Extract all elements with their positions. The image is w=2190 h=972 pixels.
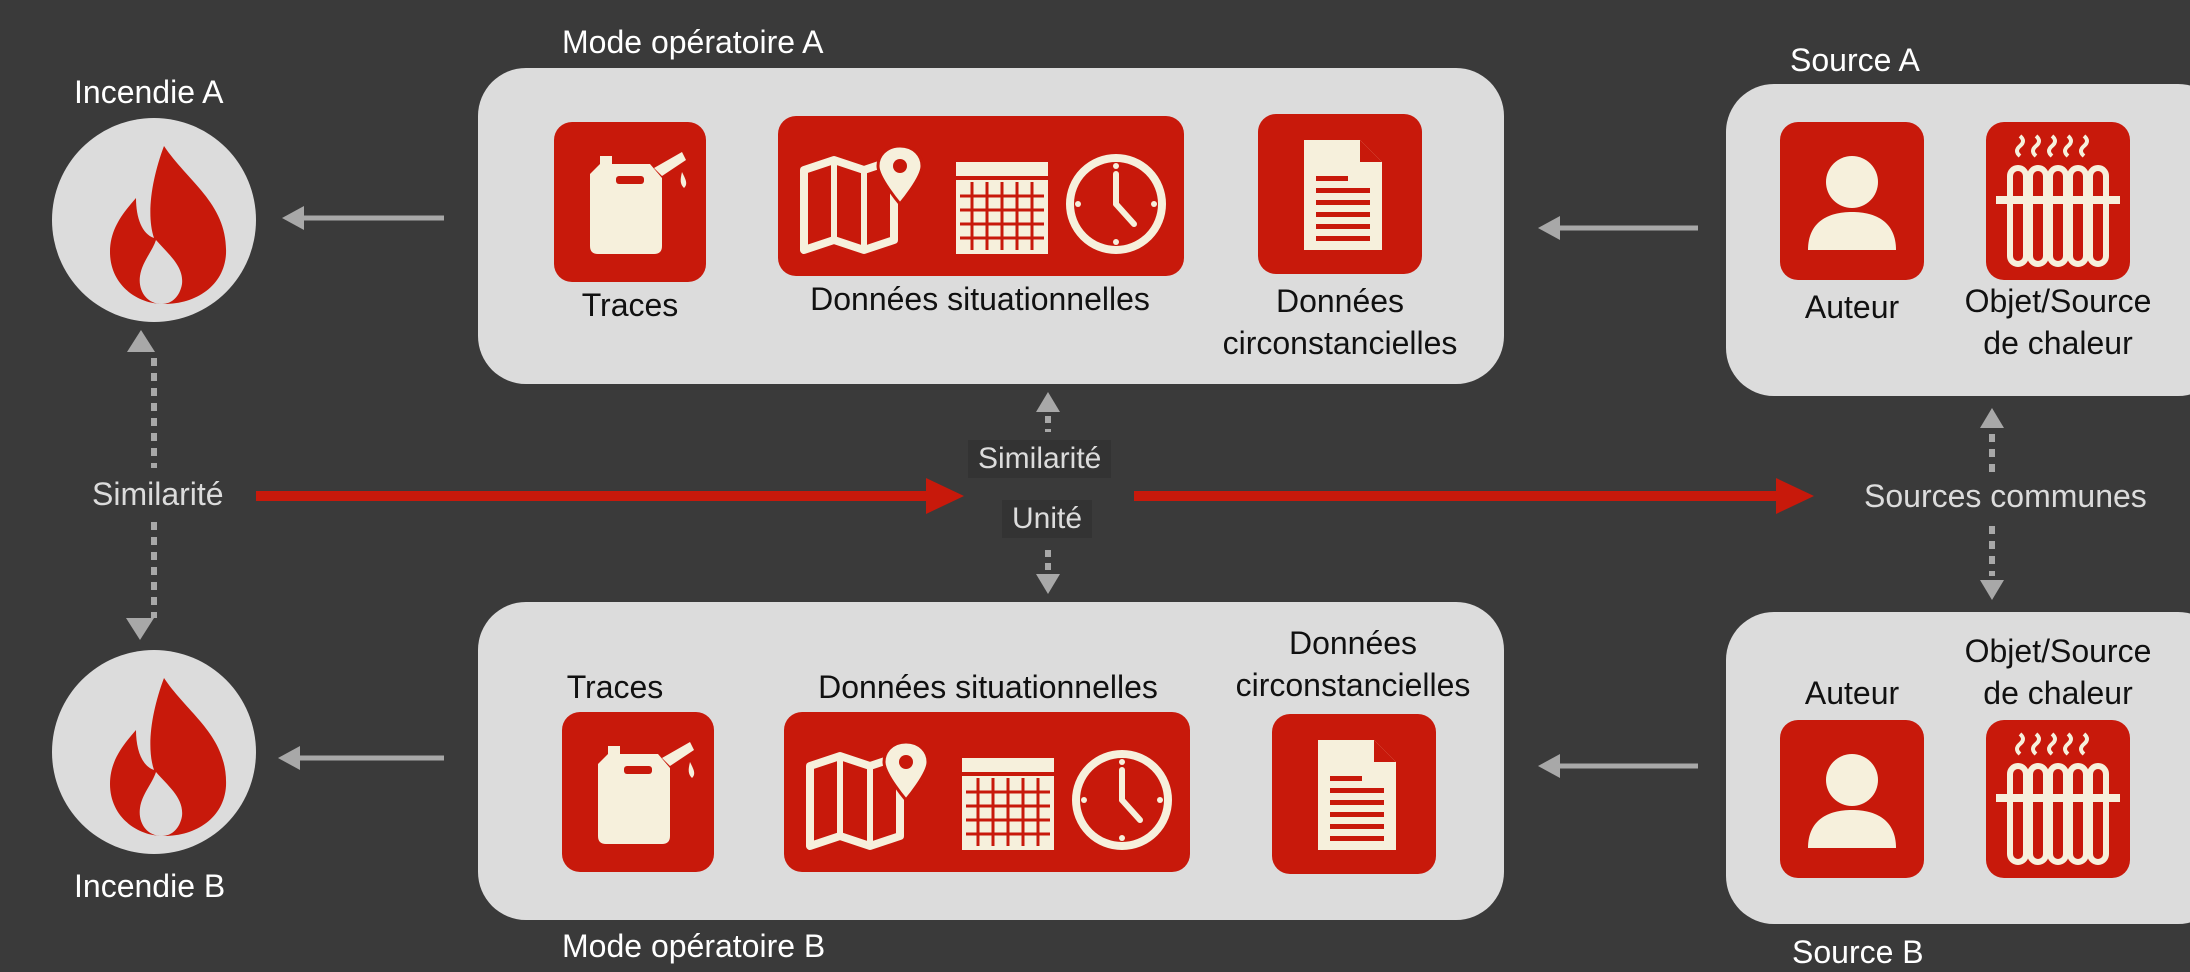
circonstancielles-tile [1258, 114, 1422, 274]
objet-line1: Objet/Source [1964, 283, 2152, 319]
circonstancielles-line2: circonstancielles [1235, 667, 1471, 704]
situationnelles-tile [784, 712, 1190, 872]
arrow-mode-a-to-incendie-a [282, 206, 444, 230]
circonstancielles-line1: Données [1288, 625, 1418, 661]
circonstancielles-tile [1272, 714, 1436, 874]
source-a-title: Source A [1790, 42, 1920, 78]
similarite-mid-label: Similarité [968, 440, 1112, 478]
source-b-panel: Auteur Objet/Source de chaleur [1726, 612, 2190, 924]
incendie-a-label: Incendie A [74, 74, 224, 110]
circonstancielles-label: Données circonstancielles [1208, 622, 1498, 706]
objet-tile [1986, 122, 2130, 280]
source-a-panel: Auteur Objet/Source de chaleur [1726, 84, 2190, 396]
traces-tile [562, 712, 714, 872]
objet-tile [1986, 720, 2130, 878]
objet-label: Objet/Source de chaleur [1958, 630, 2158, 714]
jerrycan-icon [590, 152, 687, 254]
arrow-source-a-to-mode-a [1538, 216, 1698, 240]
source-b-title: Source B [1792, 934, 1924, 970]
traces-label: Traces [581, 287, 679, 323]
arrow-mode-b-to-incendie-b [278, 746, 444, 770]
circonstancielles-line1: Données [1275, 283, 1405, 319]
person-icon [1808, 156, 1896, 250]
incendie-b-node [52, 650, 256, 854]
sources-communes-label: Sources communes [1864, 478, 2147, 514]
red-arrow-similarity-to-unite [256, 478, 964, 514]
document-icon [1318, 740, 1396, 850]
red-arrow-unite-to-sources [1134, 478, 1814, 514]
auteur-label: Auteur [1804, 289, 1900, 325]
map-calendar-clock-icons [800, 144, 1166, 254]
auteur-tile [1780, 720, 1924, 878]
incendie-b-label: Incendie B [74, 868, 226, 904]
circonstancielles-line2: circonstancielles [1222, 325, 1458, 362]
jerrycan-icon [598, 742, 695, 844]
circonstancielles-label: Données circonstancielles [1192, 280, 1488, 364]
mode-b-title: Mode opératoire B [562, 928, 826, 964]
clock-icon [1072, 750, 1172, 850]
calendar-icon [962, 758, 1054, 850]
incendie-a-node [52, 118, 256, 322]
map-pin-icon [806, 740, 930, 850]
dotted-link-incendies [126, 330, 157, 640]
map-pin-icon [800, 144, 924, 254]
radiator-icon [1996, 134, 2120, 267]
mode-b-panel: Traces Données situationnelles [478, 602, 1504, 920]
mode-a-panel: Traces [478, 68, 1504, 384]
situationnelles-label: Données situationnelles [818, 669, 1158, 705]
flame-icon [110, 678, 227, 836]
unite-label: Unité [1002, 500, 1093, 538]
objet-label: Objet/Source de chaleur [1958, 280, 2158, 364]
situationnelles-label: Données situationnelles [810, 281, 1150, 317]
dotted-link-modes [1036, 392, 1060, 594]
flame-icon [110, 146, 227, 304]
mode-a-title: Mode opératoire A [562, 24, 824, 60]
situationnelles-tile [778, 116, 1184, 276]
calendar-icon [956, 162, 1048, 254]
map-calendar-clock-icons [806, 740, 1172, 850]
clock-icon [1066, 154, 1166, 254]
auteur-label: Auteur [1804, 675, 1900, 711]
radiator-icon [1996, 732, 2120, 865]
objet-line2: de chaleur [1983, 675, 2133, 712]
similarite-left-label: Similarité [92, 476, 224, 512]
objet-line2: de chaleur [1983, 325, 2133, 362]
dotted-link-sources [1980, 408, 2004, 600]
traces-tile [554, 122, 706, 282]
person-icon [1808, 754, 1896, 848]
document-icon [1304, 140, 1382, 250]
auteur-tile [1780, 122, 1924, 280]
objet-line1: Objet/Source [1964, 633, 2152, 669]
arrow-source-b-to-mode-b [1538, 754, 1698, 778]
traces-label: Traces [566, 669, 664, 705]
